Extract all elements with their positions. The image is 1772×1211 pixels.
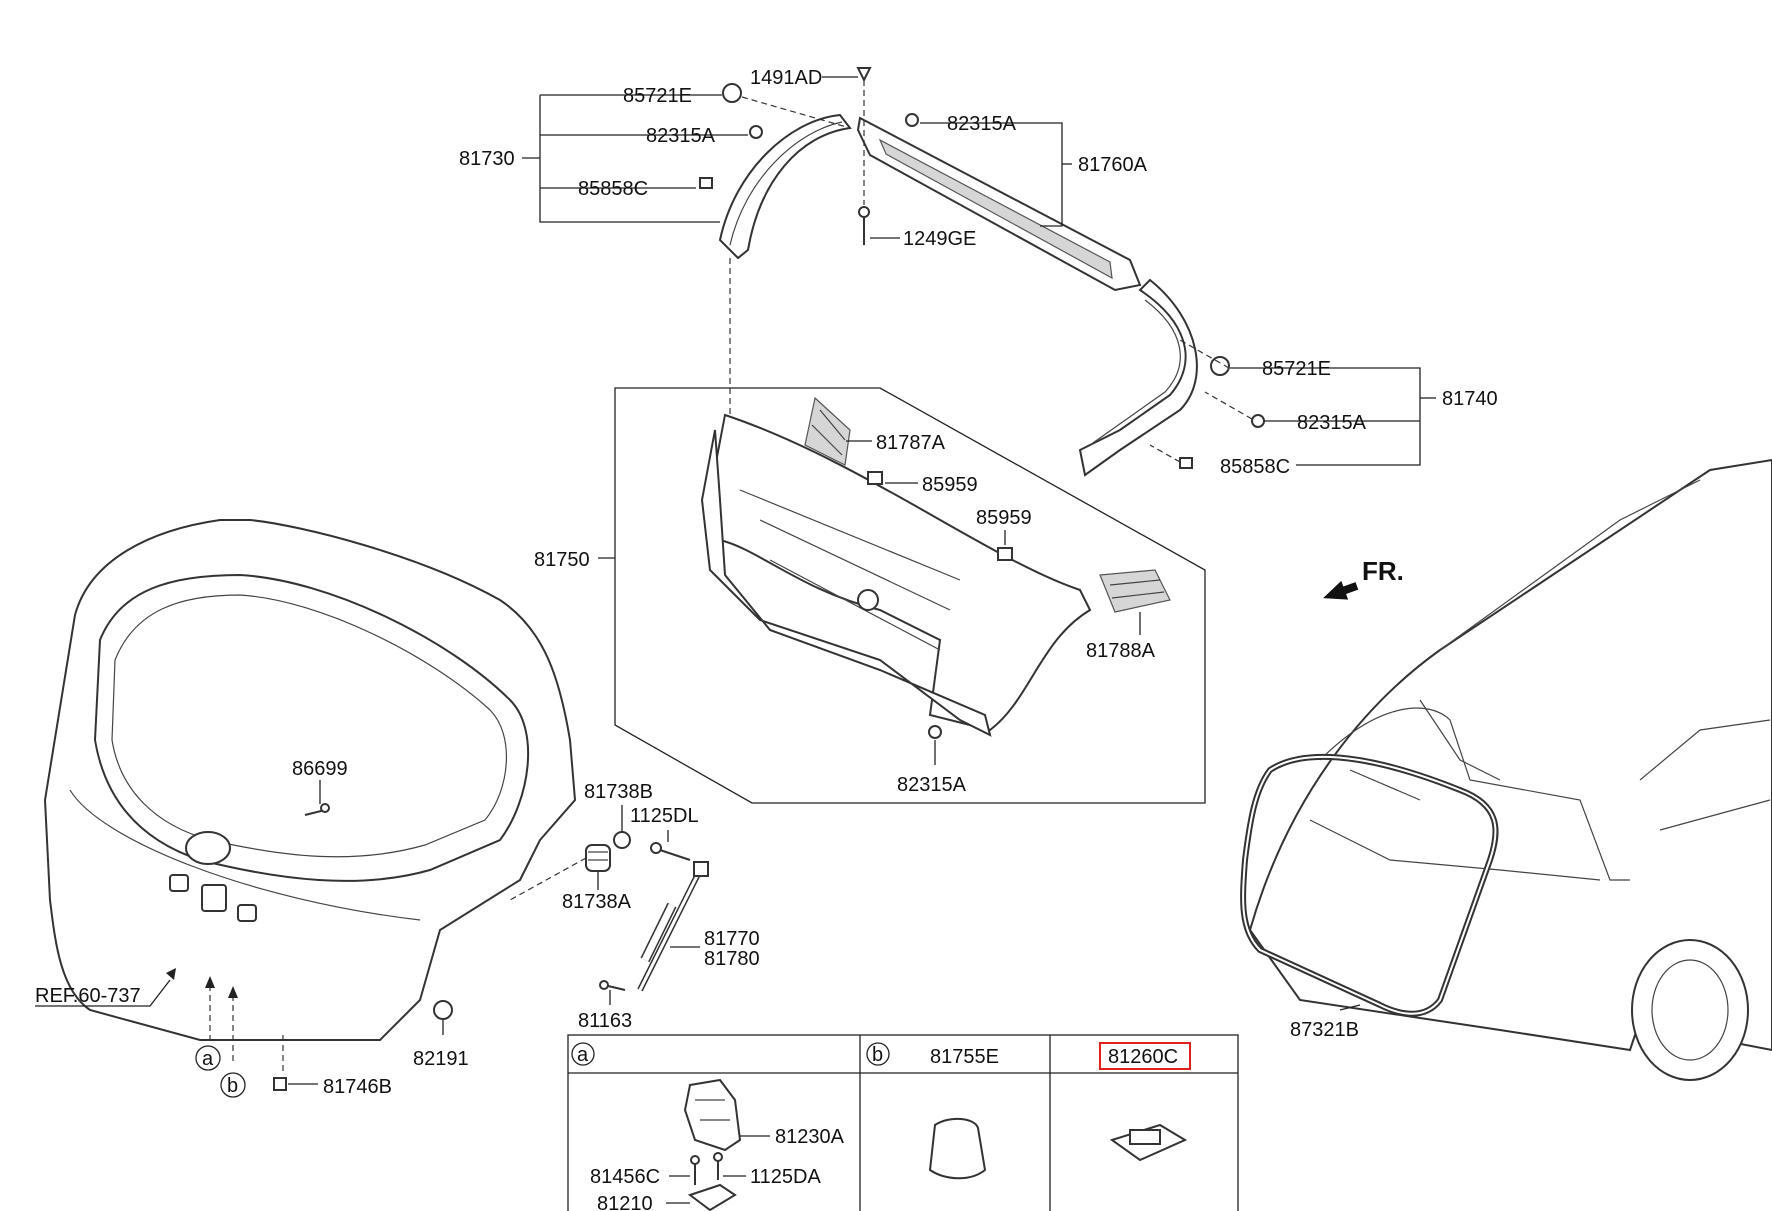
label-82315A-top: 82315A [947, 113, 1017, 135]
upper-trim-81760A [856, 116, 1142, 292]
label-82191: 82191 [413, 1048, 469, 1070]
bolt-1249GE [858, 206, 870, 245]
cap-81755E [928, 1117, 987, 1180]
label-1249GE: 1249GE [903, 228, 976, 250]
grille-81787A [804, 396, 851, 466]
latch-81230A [683, 1078, 742, 1152]
stopper-81738B [613, 831, 631, 849]
bumper-82191 [433, 1000, 453, 1020]
label-81210: 81210 [597, 1193, 653, 1211]
detail-table [567, 1034, 1239, 1211]
label-81730: 81730 [459, 148, 515, 170]
callout-a-marker [195, 1045, 221, 1071]
grille-81788A [1099, 569, 1171, 613]
striker-81210 [687, 1183, 737, 1211]
label-87321B: 87321B [1290, 1019, 1359, 1041]
label-81780: 81780 [704, 948, 760, 970]
label-81738A: 81738A [562, 891, 632, 913]
highlight-81260C [1099, 1042, 1191, 1070]
fastener-82315A-top [905, 113, 919, 127]
gas-strut-81770-81780 [637, 861, 709, 992]
fastener-1491AD [856, 67, 872, 83]
clip-81746B [273, 1077, 287, 1091]
label-1125DA: 1125DA [750, 1166, 821, 1188]
upper-trim-81740 [1078, 278, 1198, 477]
label-fr: FR. [1362, 556, 1404, 586]
label-81770: 81770 [704, 928, 760, 950]
label-85721E-top: 85721E [623, 85, 692, 107]
table-part-81755E: 81755E [930, 1046, 999, 1068]
bolt-1125DL [650, 842, 691, 861]
label-85858C-right: 85858C [1220, 456, 1290, 478]
fastener-82315A-bottom [928, 725, 942, 739]
label-81746B: 81746B [323, 1076, 392, 1098]
label-81163: 81163 [578, 1010, 632, 1032]
label-circle-b: b [227, 1075, 238, 1097]
label-85858C-left: 85858C [578, 178, 648, 200]
fastener-82315A-right [1251, 414, 1265, 428]
tailgate-body [43, 519, 577, 1041]
clip-85959-b [997, 547, 1013, 561]
label-85959-a: 85959 [922, 474, 978, 496]
door-trim-81750 [700, 413, 1092, 737]
upper-trim-81730 [718, 113, 852, 260]
fastener-85721E-top [722, 83, 742, 103]
table-marker-b: b [872, 1044, 883, 1066]
screw-81456C [690, 1155, 700, 1185]
label-81740: 81740 [1442, 388, 1498, 410]
fastener-85858C-right [1179, 457, 1193, 469]
label-81230A: 81230A [775, 1126, 845, 1148]
label-1125DL: 1125DL [630, 805, 699, 827]
table-marker-a: a [577, 1044, 589, 1066]
label-82315A-right: 82315A [1297, 412, 1367, 434]
fastener-82315A-left [749, 125, 763, 139]
label-86699: 86699 [292, 758, 348, 780]
label-81738B: 81738B [584, 781, 653, 803]
fastener-85721E-right [1210, 356, 1230, 376]
label-81787A: 81787A [876, 432, 946, 454]
label-81750: 81750 [534, 549, 590, 571]
label-circle-a: a [202, 1048, 214, 1070]
table-part-81260C: 81260C [1108, 1046, 1178, 1068]
label-81760A: 81760A [1078, 154, 1148, 176]
weatherstrip-87321B [1240, 753, 1499, 1017]
label-85721E-right: 85721E [1262, 358, 1331, 380]
label-81788A: 81788A [1086, 640, 1156, 662]
bumper-86699 [304, 803, 330, 816]
label-82315A-bottom: 82315A [897, 774, 967, 796]
stopper-81738A [585, 844, 611, 872]
screw-1125DA [713, 1152, 723, 1180]
label-82315A-left: 82315A [646, 125, 716, 147]
label-85959-b: 85959 [976, 507, 1032, 529]
switch-81260C [1109, 1123, 1188, 1162]
front-direction-arrow [1323, 580, 1359, 600]
bolt-81163 [599, 980, 626, 991]
label-1491AD: 1491AD [750, 67, 822, 89]
label-81456C: 81456C [590, 1166, 660, 1188]
panel-81750-frame [614, 387, 1206, 804]
car-body [1248, 458, 1772, 1081]
label-ref-60-737: REF.60-737 [35, 985, 141, 1007]
clip-85959-a [867, 471, 883, 485]
callout-b-marker [220, 1072, 246, 1098]
fastener-85858C-left [699, 177, 713, 189]
